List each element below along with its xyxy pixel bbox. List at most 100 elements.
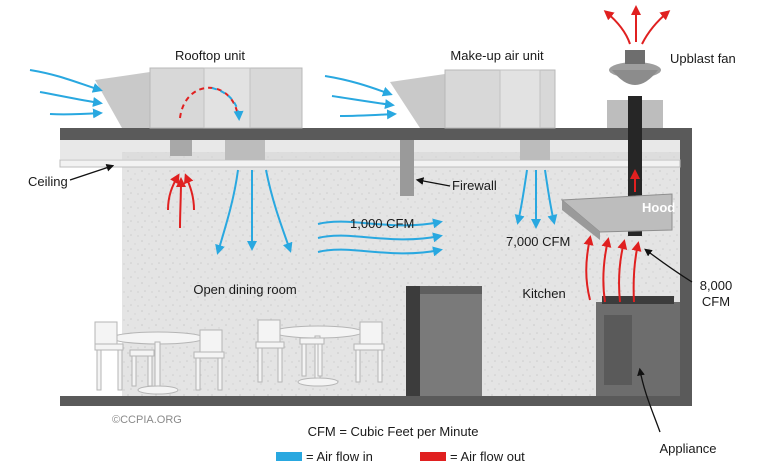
chair-6-seat [299,337,325,345]
recirc-supply-arc [211,87,244,121]
chair-4-leg [257,347,263,383]
chair-2-leg [195,357,201,391]
fan-motor [625,50,645,64]
hood-capture-arrow [617,239,628,303]
appliance-door [604,315,632,385]
chair-1-leg [96,349,102,391]
kitchen-counter [406,286,482,396]
dining-room-label: Open dining room [193,282,296,297]
kitchen-hood [560,193,673,240]
counter-body [420,292,482,396]
ceiling-panel [59,159,681,168]
rooftop-unit-label: Rooftop unit [175,48,245,63]
legend-swatch-air-out [420,452,446,461]
counter-edge [406,286,420,396]
chair-5-seat [353,343,385,351]
intake-arrow-rooftop [49,108,103,119]
air-in-arrows [29,69,558,257]
return-grille [170,140,192,156]
chair-2-leg [217,357,223,391]
air-out-arrows [167,5,671,303]
diffusers [170,140,550,160]
kitchen-diffuser [520,140,550,160]
hood-label: Hood [642,200,675,215]
transfer-arrow [317,232,443,243]
hood-capture-arrow [583,235,594,301]
cooking-appliance [596,296,680,396]
floor-slab [60,396,692,406]
cfm-8000-label-line2: CFM [702,294,730,309]
dining-diffuser [225,140,265,160]
rooftop-unit [95,67,303,129]
ceiling-leader [69,164,115,181]
legend: = Air flow in = Air flow out [276,449,525,464]
kitchen-label: Kitchen [522,286,565,301]
chair-4-back [257,319,281,343]
hood-lip [562,200,600,240]
cfm-8000-leader [644,248,693,283]
chair-6-leg [317,343,323,377]
makeup-unit-hood [390,74,445,128]
chair-1-leg [117,349,123,391]
firewall-leader [415,177,451,187]
chair-1-seat [94,343,124,351]
intake-arrow-rooftop [29,69,103,93]
legend-swatch-air-in [276,452,302,461]
appliance-label: Appliance [659,441,716,456]
intake-arrow-makeup [339,109,397,120]
firewall-structure [400,140,414,196]
chair-5-leg [355,349,361,383]
makeup-unit-panel [499,69,541,129]
return-arrow [175,177,186,229]
leader-lines [69,164,693,433]
makeup-air-unit [390,69,556,129]
cfm-7000-label: 7,000 CFM [506,234,570,249]
roof-slab [60,128,692,140]
supply-arrow-kitchen [514,169,528,225]
right-wall [680,128,692,404]
cfm-1000-label: 1,000 CFM [350,216,414,231]
transfer-arrow [317,218,443,229]
fan-bowl [612,70,658,85]
chair-3-leg [147,355,153,387]
return-arrow [183,173,195,211]
chair-2-back [199,329,223,353]
intake-arrow-makeup [324,75,393,97]
makeup-air-unit-label: Make-up air unit [450,48,544,63]
intake-arrow-makeup [331,95,395,110]
intake-arrow-rooftop [39,91,103,107]
chair-2-seat [193,351,225,359]
appliance-top [602,296,674,304]
supply-arrow-dining [215,169,239,255]
copyright-label: ©CCPIA.ORG [112,414,182,426]
supply-arrow-dining [265,169,293,253]
table-2-base [297,377,339,387]
firewall-label: Firewall [452,178,497,193]
chair-6-leg [301,343,307,377]
dining-furniture [94,319,385,395]
chair-3-seat [129,349,155,357]
rooftop-unit-panel [203,67,251,129]
cfm-definition: CFM = Cubic Feet per Minute [308,424,479,439]
labels: Rooftop unit Make-up air unit Upblast fa… [28,48,736,456]
chair-1-back [94,321,118,345]
ceiling-label: Ceiling [28,174,68,189]
fan-discharge-arrow [603,10,631,45]
table-1-base [137,385,179,395]
rooftop-unit-hood [95,72,150,128]
plenum-space [60,140,680,160]
supply-arrow-kitchen [544,169,558,225]
appliance-leader [637,367,661,433]
hood-capture-arrow [631,241,642,303]
transfer-arrow [317,246,443,257]
chair-3-leg [131,355,137,387]
recirc-return-arc [179,86,239,119]
table-1-leg [154,341,161,391]
legend-label-air-out: = Air flow out [450,449,525,461]
fan-discharge-arrow [641,10,671,45]
chair-5-leg [377,349,383,383]
chair-4-leg [277,347,283,383]
hood-capture-arrow [601,237,612,303]
